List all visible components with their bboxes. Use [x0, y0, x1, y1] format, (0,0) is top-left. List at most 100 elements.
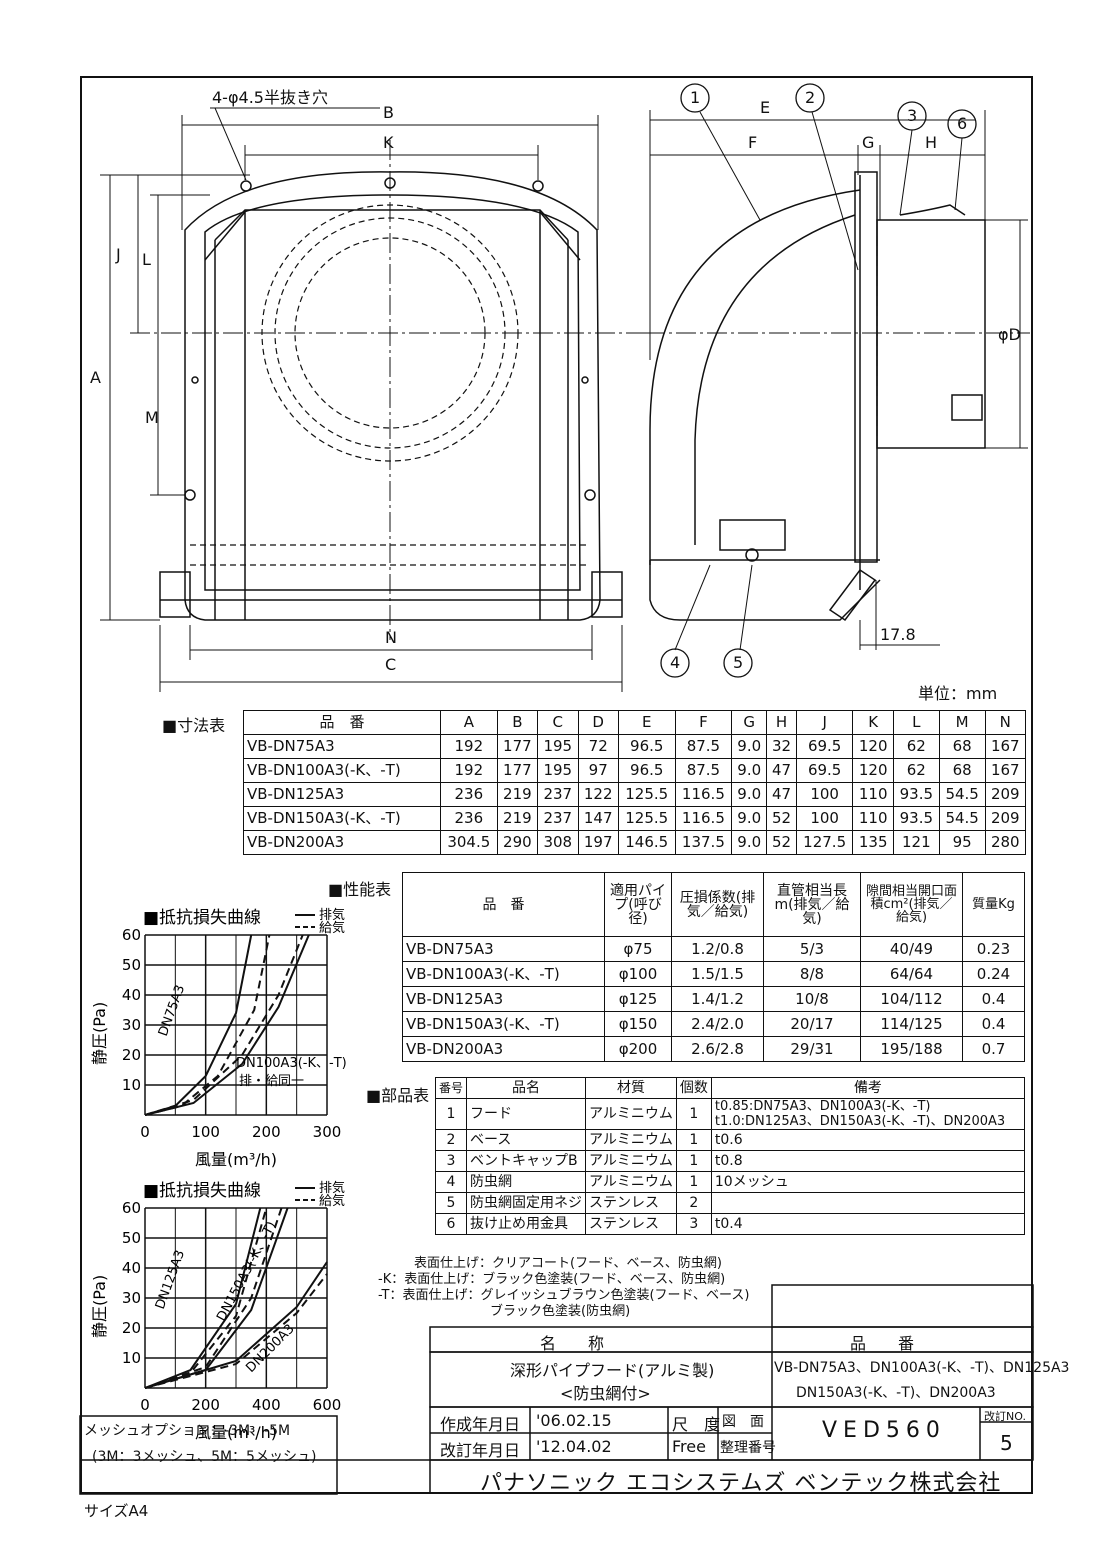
dim-F: F — [748, 133, 758, 152]
dim-table-row-cell: 135 — [852, 830, 894, 855]
parts-header-cell: 番号 — [434, 1077, 468, 1099]
dim-table-row-cell: 127.5 — [795, 830, 854, 855]
parts-table-row-cell: 防虫網 — [466, 1171, 587, 1193]
dim-table-row-cell: VB-DN200A3 — [243, 830, 441, 855]
perf-table-row-cell: 1.2/0.8 — [671, 936, 764, 962]
dim-table-row-cell: 237 — [537, 806, 579, 831]
perf-table-row-cell: 195/188 — [860, 1036, 963, 1062]
parts-table-row-cell: 1 — [434, 1098, 468, 1130]
dim-table-row-cell: 192 — [440, 734, 498, 759]
perf-table: 品 番 適用パイプ(呼び径) 圧損係数(排気／給気) 直管相当長m(排気／給気)… — [402, 872, 1025, 1062]
parts-table-row-cell: ベントキャップB — [466, 1150, 587, 1172]
perf-table-row-cell: VB-DN75A3 — [402, 936, 605, 962]
size-note: サイズA4 — [84, 1502, 149, 1520]
dim-table-row-cell: 93.5 — [892, 806, 940, 831]
parts-header-cell: 材質 — [585, 1077, 677, 1099]
dim-header-cell: D — [577, 710, 619, 735]
perf-table-row-cell: VB-DN100A3(-K、-T) — [402, 961, 605, 987]
perf-table-row-cell: 8/8 — [763, 961, 861, 987]
perf-table-row-cell: VB-DN125A3 — [402, 986, 605, 1012]
mesh-note-2: (3M：3メッシュ、5M：5メッシュ) — [92, 1449, 317, 1465]
dim-M: M — [145, 408, 159, 427]
dim-table-row-cell: 9.0 — [731, 782, 768, 807]
dim-table-row-cell: 93.5 — [892, 782, 940, 807]
perf-table-row-cell: VB-DN150A3(-K、-T) — [402, 1011, 605, 1037]
dim-table-row-cell: 97 — [577, 758, 619, 783]
perf-header-cell: 品 番 — [402, 872, 605, 937]
dim-table-row-cell: 110 — [852, 806, 894, 831]
dim-B: B — [383, 103, 394, 122]
parts-table-row-cell: 10メッシュ — [710, 1171, 1026, 1193]
dim-header-cell: E — [617, 710, 676, 735]
revised-label: 改訂年月日 — [440, 1441, 521, 1460]
perf-table-row-cell: φ150 — [604, 1011, 672, 1037]
finish-note: -T：表面仕上げ：グレイッシュブラウン色塗装(フード、ベース) — [378, 1288, 750, 1303]
dim-table-row-cell: 125.5 — [617, 806, 676, 831]
perf-header-cell: 隙間相当開口面積cm²(排気／給気) — [860, 872, 963, 937]
dim-table-row-cell: 32 — [766, 734, 797, 759]
parts-table-row-cell: 2 — [675, 1192, 712, 1214]
dim-table-row-cell: 68 — [938, 758, 986, 783]
dim-table-row-cell: 167 — [984, 734, 1027, 759]
dim-A: A — [90, 368, 101, 387]
perf-header-cell: 圧損係数(排気／給気) — [671, 872, 764, 937]
dim-table-row-cell: 9.0 — [731, 734, 768, 759]
parts-table-header: 番号 品名 材質 個数 備考 — [434, 1077, 1026, 1099]
parts-table-row-cell: 1 — [675, 1129, 712, 1151]
product-numbers-2: DN150A3(-K、-T)、DN200A3 — [796, 1385, 996, 1401]
dim-table-title: ■寸法表 — [162, 716, 226, 735]
dim-table-row-cell: 125.5 — [617, 782, 676, 807]
dim-table-row-cell: 195 — [537, 758, 579, 783]
dim-header-cell: G — [731, 710, 768, 735]
unit-label: 単位：mm — [918, 684, 998, 703]
parts-table-row-cell: 4 — [434, 1171, 468, 1193]
dim-E: E — [760, 98, 771, 117]
number-header: 品 番 — [850, 1334, 915, 1353]
dim-table-row-cell: 121 — [892, 830, 940, 855]
perf-table-row-cell: 1.4/1.2 — [671, 986, 764, 1012]
dim-table-row-cell: 308 — [537, 830, 579, 855]
dim-table-row-cell: 219 — [496, 782, 539, 807]
perf-table-row-cell: 0.7 — [962, 1036, 1025, 1062]
dim-table-row-cell: 69.5 — [795, 758, 854, 783]
perf-header-cell: 適用パイプ(呼び径) — [604, 872, 672, 937]
dim-table-row-cell: 47 — [766, 758, 797, 783]
dim-table-row-cell: 116.5 — [674, 806, 733, 831]
parts-table-row-cell: アルミニウム — [585, 1129, 677, 1151]
dim-table-row-cell: 9.0 — [731, 806, 768, 831]
perf-table-row-cell: 0.4 — [962, 986, 1025, 1012]
created-date: '06.02.15 — [536, 1411, 612, 1430]
callout-4: 4 — [670, 653, 681, 672]
perf-table-row-cell: 2.6/2.8 — [671, 1036, 764, 1062]
perf-table-row-cell: φ100 — [604, 961, 672, 987]
dim-C: C — [385, 655, 397, 674]
dim-table-row-cell: 87.5 — [674, 734, 733, 759]
perf-table-row-cell: φ75 — [604, 936, 672, 962]
perf-table-row-cell: 0.23 — [962, 936, 1025, 962]
dim-table-row-cell: 54.5 — [938, 806, 986, 831]
revised-date: '12.04.02 — [536, 1437, 612, 1456]
finish-note: ブラック色塗装(防虫網) — [490, 1304, 631, 1319]
perf-header-cell: 直管相当長m(排気／給気) — [763, 872, 861, 937]
callout-1: 1 — [690, 88, 701, 107]
perf-table-title: ■性能表 — [328, 880, 392, 899]
dim-K: K — [383, 133, 394, 152]
dim-header-cell: K — [852, 710, 894, 735]
dim-table-row-cell: 69.5 — [795, 734, 854, 759]
dim-table-row-cell: 9.0 — [731, 758, 768, 783]
dim-table-row-cell: 100 — [795, 806, 854, 831]
dim-table-header: 品 番 A B C D E F G H J K L M N — [243, 710, 1027, 735]
scale-label: 尺 度 — [672, 1415, 721, 1434]
dim-table-row-cell: 100 — [795, 782, 854, 807]
